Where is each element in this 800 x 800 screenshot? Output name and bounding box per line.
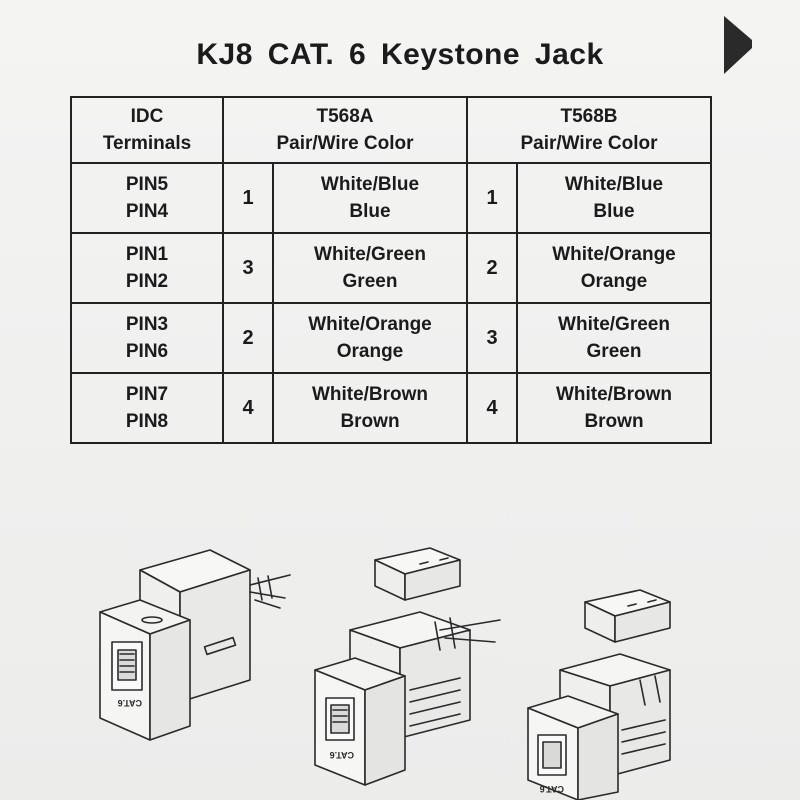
t568b-pair-number: 1 [466,162,518,234]
header-t568b: T568B Pair/Wire Color [466,96,712,164]
t568a-wire-color: White/Blue Blue [272,162,468,234]
pin-cell: PIN5 PIN4 [70,162,224,234]
t568a-wire-color: White/Orange Orange [272,302,468,374]
t568a-pair-number: 3 [222,232,274,304]
pin-cell: PIN7 PIN8 [70,372,224,444]
table-row: PIN7 PIN8 4 White/Brown Brown 4 White/Br… [70,372,712,444]
wiring-table: IDC Terminals T568A Pair/Wire Color T568… [70,96,712,444]
t568b-wire-color: White/Orange Orange [516,232,712,304]
page-title: KJ8 CAT. 6 Keystone Jack [196,38,604,71]
table-row: PIN3 PIN6 2 White/Orange Orange 3 White/… [70,302,712,374]
jack-label-text: CAT.6 [118,698,142,708]
jack-label-text-2: CAT.6 [330,750,354,760]
t568a-wire-color: White/Brown Brown [272,372,468,444]
table-header-row: IDC Terminals T568A Pair/Wire Color T568… [70,96,712,164]
table-row: PIN1 PIN2 3 White/Green Green 2 White/Or… [70,232,712,304]
keystone-jack-with-cap-rear: CAT.6 [527,589,671,800]
t568a-wire-color: White/Green Green [272,232,468,304]
t568a-pair-number: 1 [222,162,274,234]
pin-cell: PIN3 PIN6 [70,302,224,374]
t568a-pair-number: 2 [222,302,274,374]
t568b-pair-number: 2 [466,232,518,304]
keystone-jack-illustrations: CAT.6 CAT. [99,547,671,800]
jack-label-text-3: CAT.6 [540,784,564,794]
t568a-pair-number: 4 [222,372,274,444]
t568b-wire-color: White/Brown Brown [516,372,712,444]
keystone-jack-with-cap-exploded: CAT.6 [314,547,501,786]
t568b-wire-color: White/Green Green [516,302,712,374]
t568b-pair-number: 3 [466,302,518,374]
table-row: PIN5 PIN4 1 White/Blue Blue 1 White/Blue… [70,162,712,234]
header-t568a: T568A Pair/Wire Color [222,96,468,164]
pin-cell: PIN1 PIN2 [70,232,224,304]
header-idc-terminals: IDC Terminals [70,96,224,164]
right-arrow-icon [724,16,752,74]
t568b-pair-number: 4 [466,372,518,444]
t568b-wire-color: White/Blue Blue [516,162,712,234]
keystone-jack-assembled: CAT.6 [99,549,291,741]
